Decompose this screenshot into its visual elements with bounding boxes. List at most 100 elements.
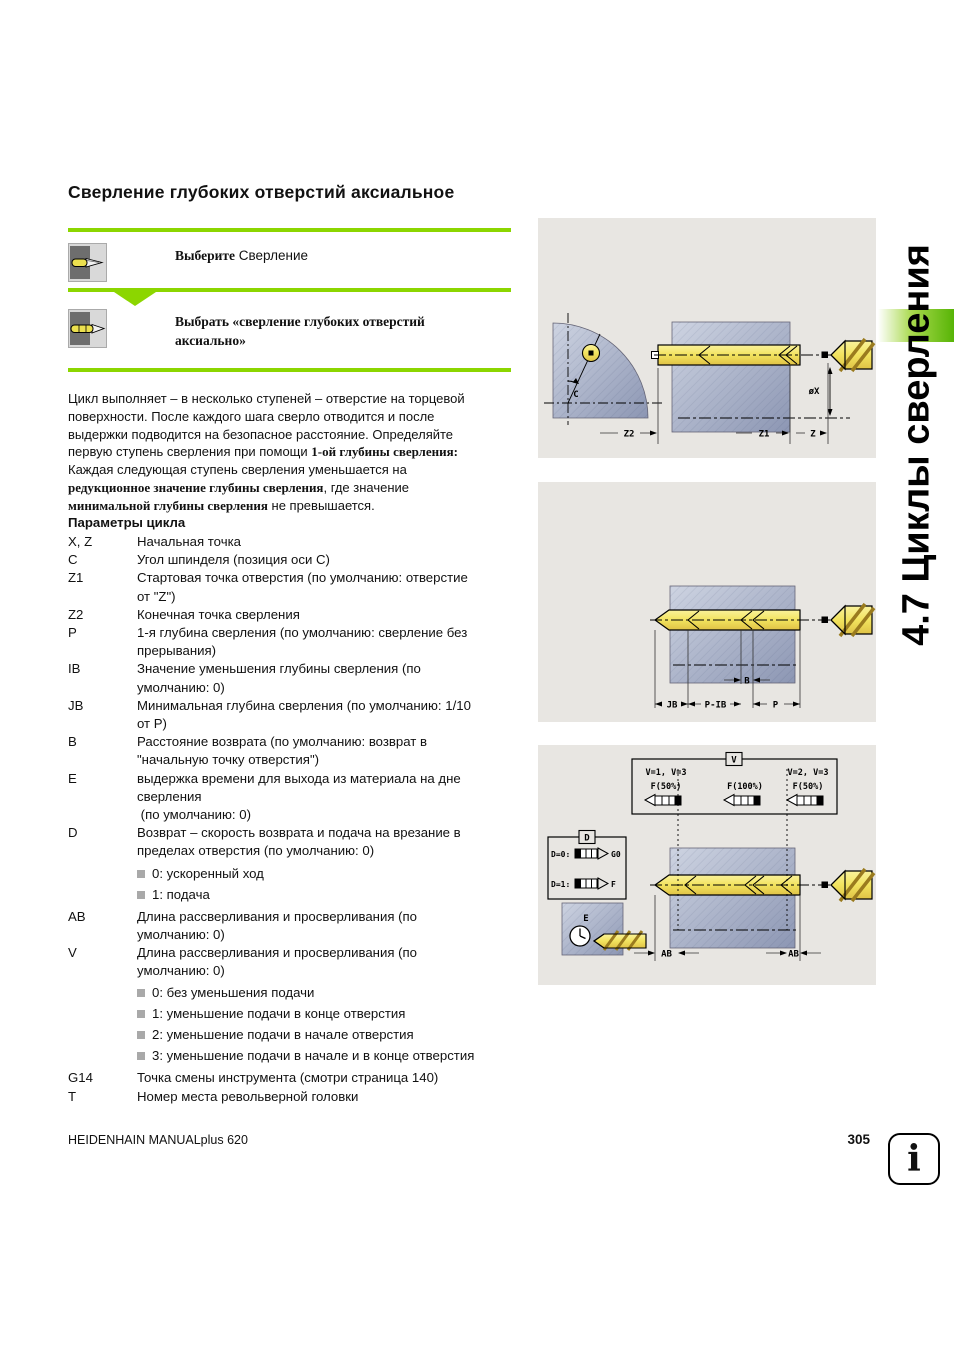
parameter-description: Длина рассверливания и просверливания (п… bbox=[137, 945, 417, 979]
svg-text:B: B bbox=[744, 677, 750, 687]
option-label: 0: без уменьшения подачи bbox=[152, 985, 315, 1001]
divider-line bbox=[68, 288, 511, 292]
svg-text:P-IB: P-IB bbox=[705, 701, 727, 711]
option-label: 2: уменьшение подачи в начале отверстия bbox=[152, 1027, 414, 1043]
bullet-square-icon bbox=[137, 1052, 145, 1061]
feed-glyph bbox=[722, 793, 761, 807]
workpiece-block bbox=[669, 847, 796, 949]
dimension-ox: øX bbox=[809, 367, 833, 416]
parameter-key: IB bbox=[68, 661, 81, 677]
drill-bit-icon bbox=[821, 337, 876, 373]
dimension-labels: AB AB bbox=[661, 950, 799, 960]
deephole-drilling-softkey-icon[interactable] bbox=[68, 309, 107, 348]
parameter-description: Возврат – скорость возврата и подача на … bbox=[137, 825, 461, 859]
c-axis-face: C bbox=[544, 313, 662, 425]
parameter-options: 0: ускоренный ход 1: подача bbox=[137, 865, 528, 904]
workpiece-block bbox=[671, 321, 791, 433]
svg-text:øX: øX bbox=[809, 387, 820, 397]
chapter-tab[interactable] bbox=[878, 309, 954, 342]
drill-bit-icon bbox=[821, 867, 876, 903]
parameter-option: 0: без уменьшения подачи bbox=[137, 984, 528, 1002]
parameter-key: P bbox=[68, 625, 77, 641]
parameter-description: выдержка времени для выхода из материала… bbox=[137, 770, 461, 823]
svg-text:V=2, V=3: V=2, V=3 bbox=[788, 768, 829, 778]
diagram-axial-positions: C bbox=[538, 218, 876, 458]
parameter-row: V Длина рассверливания и просверливания (… bbox=[68, 944, 528, 980]
parameter-row: Z2 Конечная точка сверления bbox=[68, 606, 528, 624]
text-line: Цикл выполняет – в несколько ступеней – … bbox=[68, 391, 465, 406]
parameter-row: Z1 Стартовая точка отверстия (по умолчани… bbox=[68, 569, 528, 605]
diagram-peck-depths: B JB P-IB P bbox=[538, 482, 876, 722]
svg-text:P: P bbox=[773, 701, 779, 711]
parameters-heading: Параметры цикла bbox=[68, 515, 186, 530]
text-line: поверхности. После каждого шага сверло о… bbox=[68, 408, 435, 424]
drilling-softkey-icon[interactable] bbox=[68, 243, 107, 282]
feed-glyph bbox=[785, 793, 824, 807]
dimension-lines bbox=[634, 895, 821, 961]
parameter-row: IB Значение уменьшения глубины сверления … bbox=[68, 660, 528, 696]
divider-line bbox=[68, 228, 511, 232]
parameter-option: 2: уменьшение подачи в начале отверстия bbox=[137, 1026, 528, 1044]
page-title: Сверление глубоких отверстий аксиальное bbox=[68, 182, 455, 202]
parameter-key: B bbox=[68, 734, 77, 750]
drill-bit-icon bbox=[821, 602, 876, 638]
svg-text:F: F bbox=[611, 880, 616, 889]
svg-text:AB: AB bbox=[661, 950, 672, 960]
parameter-key: Z2 bbox=[68, 606, 84, 622]
drill-bit-icon bbox=[593, 930, 647, 951]
parameter-key: X, Z bbox=[68, 534, 93, 549]
text-line: Выберите Сверление bbox=[175, 248, 308, 263]
chapter-label: 4.7 Циклы сверления bbox=[895, 244, 938, 646]
parameter-key: C bbox=[68, 552, 78, 568]
bullet-square-icon bbox=[137, 890, 145, 899]
divider-line bbox=[68, 368, 511, 372]
v-legend-box: V V=1, V=3 F(50%) F(100%) V=2, V=3 F(50%… bbox=[631, 751, 838, 815]
parameter-description: Конечная точка сверления bbox=[137, 606, 300, 622]
parameter-description: Значение уменьшения глубины сверления (п… bbox=[137, 661, 421, 695]
svg-text:JB: JB bbox=[667, 701, 678, 711]
dimension-lines bbox=[654, 630, 801, 708]
parameter-options: 0: без уменьшения подачи 1: уменьшение по… bbox=[137, 984, 528, 1065]
parameter-option: 0: ускоренный ход bbox=[137, 865, 528, 883]
parameter-description: Минимальная глубина сверления (по умолча… bbox=[137, 697, 471, 732]
step-instruction: Выберите Сверление bbox=[175, 246, 545, 265]
bullet-square-icon bbox=[137, 1010, 145, 1019]
svg-text:F(100%): F(100%) bbox=[727, 782, 763, 792]
parameter-description: Точка смены инструмента (смотри страница… bbox=[137, 1070, 439, 1086]
option-label: 1: уменьшение подачи в конце отверстия bbox=[152, 1006, 406, 1022]
parameter-description: Длина рассверливания и просверливания (п… bbox=[137, 908, 417, 942]
parameter-key: V bbox=[68, 945, 77, 961]
parameter-description: Стартовая точка отверстия (по умолчанию:… bbox=[137, 570, 468, 604]
svg-text:Z1: Z1 bbox=[759, 430, 770, 440]
cycle-description: Цикл выполняет – в несколько ступеней – … bbox=[68, 390, 538, 515]
dimension-labels: B JB P-IB P bbox=[667, 677, 779, 711]
svg-text:C: C bbox=[573, 390, 578, 400]
svg-text:F(50%): F(50%) bbox=[793, 782, 824, 792]
d-legend-box: D D=0: G0 D=1: F bbox=[547, 829, 627, 900]
e-dwell-box: E bbox=[561, 902, 647, 956]
svg-text:V=1, V=3: V=1, V=3 bbox=[646, 768, 687, 778]
text-line: выдержки подводится на безопасное рассто… bbox=[68, 426, 454, 442]
info-icon[interactable]: i bbox=[888, 1133, 940, 1185]
bullet-square-icon bbox=[137, 1031, 145, 1040]
svg-text:E: E bbox=[583, 914, 588, 924]
option-label: 3: уменьшение подачи в начале и в конце … bbox=[152, 1048, 475, 1064]
parameter-key: E bbox=[68, 770, 77, 786]
bullet-square-icon bbox=[137, 989, 145, 998]
text-line: первую ступень сверления при помощи 1-ой… bbox=[68, 444, 458, 460]
parameter-option: 3: уменьшение подачи в начале и в конце … bbox=[137, 1047, 528, 1065]
parameter-key: Z1 bbox=[68, 570, 84, 586]
svg-text:D: D bbox=[584, 834, 590, 844]
option-label: 1: подача bbox=[152, 886, 210, 902]
option-label: 0: ускоренный ход bbox=[152, 865, 264, 881]
